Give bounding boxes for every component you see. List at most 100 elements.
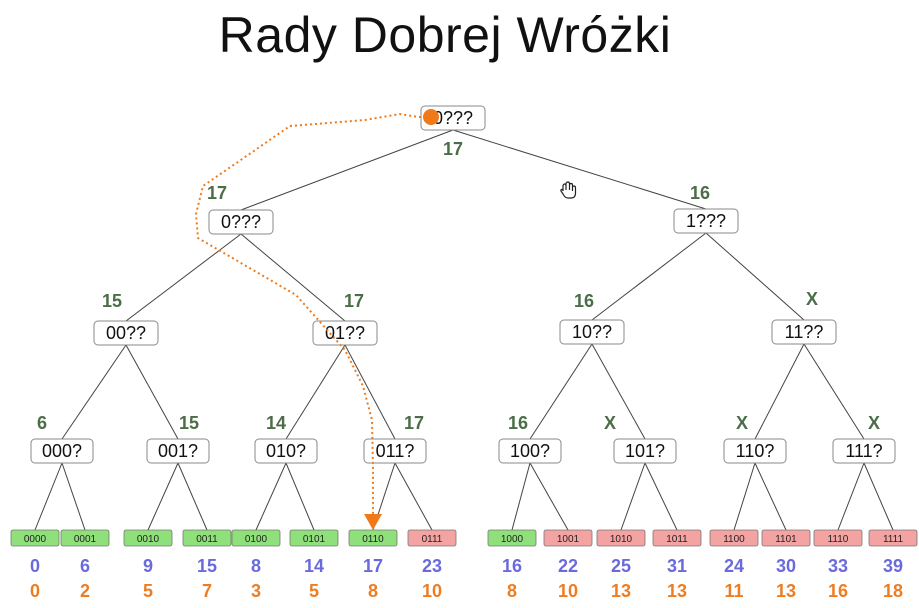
- leaf-box: [761, 529, 811, 547]
- tree-edge: [394, 462, 433, 531]
- leaf-value-blue: 14: [304, 556, 324, 576]
- tree-node: 0??? 17: [207, 183, 274, 235]
- leaf-value-blue: 31: [667, 556, 687, 576]
- node-box: [832, 438, 896, 464]
- tree-edge: [240, 233, 346, 322]
- leaf-box: [60, 529, 110, 547]
- tree-edge: [240, 129, 454, 211]
- node-score: 16: [574, 291, 594, 311]
- leaf-value-blue: 22: [558, 556, 578, 576]
- tree-edge: [803, 343, 865, 440]
- leaf-code: 1000: [501, 534, 524, 545]
- leaf-value-blue: 0: [30, 556, 40, 576]
- leaf-box: [289, 529, 339, 547]
- node-box: [673, 208, 739, 234]
- tree-node: 00??15: [93, 291, 159, 346]
- leaf-value-orange: 5: [143, 581, 153, 601]
- tree-node: 100?16: [498, 413, 562, 464]
- leaf-code: 0100: [245, 534, 268, 545]
- leaf-value-orange: 18: [883, 581, 903, 601]
- node-label: 10??: [572, 322, 612, 342]
- node-score: 16: [690, 183, 710, 203]
- node-score: 17: [207, 183, 227, 203]
- leaf-value-orange: 10: [422, 581, 442, 601]
- leaf-code: 1110: [828, 534, 849, 545]
- leaf-value-blue: 23: [422, 556, 442, 576]
- tree-node: 000?6: [30, 413, 94, 464]
- leaf-value-blue: 30: [776, 556, 796, 576]
- leaf-value-orange: 10: [558, 581, 578, 601]
- node-label: 101?: [625, 441, 665, 461]
- tree-edge: [61, 462, 86, 531]
- leaf-code: 0111: [422, 534, 443, 545]
- leaf-code: 1100: [723, 534, 745, 545]
- node-box: [613, 438, 677, 464]
- node-box: [30, 438, 94, 464]
- node-label: 1???: [686, 211, 726, 231]
- page-title: Rady Dobrej Wróżki: [218, 7, 672, 63]
- leaf-box: [652, 529, 702, 547]
- node-box: [208, 209, 274, 235]
- leaf-code: 1101: [775, 534, 797, 545]
- leaf-code: 0000: [24, 534, 47, 545]
- leaf-value-blue: 6: [80, 556, 90, 576]
- leaf-value-orange: 3: [251, 581, 261, 601]
- node-label: 0???: [433, 108, 473, 128]
- leaf-code: 0010: [137, 534, 160, 545]
- leaf-box: [182, 529, 232, 547]
- leaf-box: [407, 529, 457, 547]
- leaf-value-blue: 15: [197, 556, 217, 576]
- node-label: 0???: [221, 212, 261, 232]
- node-box: [363, 438, 427, 464]
- node-label: 11??: [785, 322, 824, 342]
- path-start-dot: [423, 109, 439, 125]
- leaf: 0111 23 10: [407, 529, 457, 601]
- leaf: 1001 22 10: [543, 529, 593, 601]
- node-label: 010?: [266, 441, 306, 461]
- leaf-box: [123, 529, 173, 547]
- tree-edge: [705, 232, 805, 321]
- leaf: 1101 30 13: [761, 529, 811, 601]
- leaf-value-orange: 8: [507, 581, 517, 601]
- leaf-value-blue: 33: [828, 556, 848, 576]
- node-box: [146, 438, 210, 464]
- tree-edge: [591, 232, 707, 321]
- tree-edge: [529, 462, 569, 531]
- tree-edge: [511, 462, 531, 531]
- leaf-code: 1001: [557, 534, 580, 545]
- node-score: 17: [404, 413, 424, 433]
- leaf-box: [10, 529, 60, 547]
- leaf-box: [813, 529, 863, 547]
- tree-node: 001?15: [146, 413, 210, 464]
- leaf-code: 1011: [666, 534, 688, 545]
- leaf-code: 0001: [74, 534, 97, 545]
- node-box: [771, 319, 837, 345]
- node-box: [254, 438, 318, 464]
- path-arrow-head: [364, 514, 382, 530]
- node-score: 16: [508, 413, 528, 433]
- tree-node: 10?? 16: [559, 291, 625, 345]
- leaf-value-orange: 11: [724, 581, 743, 601]
- tree-edges: [34, 129, 894, 531]
- leaf-value-orange: 8: [368, 581, 378, 601]
- node-label: 111?: [845, 441, 882, 461]
- node-label: 00??: [106, 323, 146, 343]
- node-score: X: [806, 289, 818, 309]
- tree-node: 011?17: [363, 413, 427, 464]
- leaf-value-orange: 5: [309, 581, 319, 601]
- tree-node: 111?X: [832, 413, 896, 464]
- leaf-value-orange: 13: [776, 581, 796, 601]
- tree-edge: [733, 462, 756, 531]
- leaf-code: 0110: [362, 534, 384, 545]
- leaf-code: 0011: [196, 534, 218, 545]
- tree-edge: [177, 462, 208, 531]
- node-score: X: [604, 413, 616, 433]
